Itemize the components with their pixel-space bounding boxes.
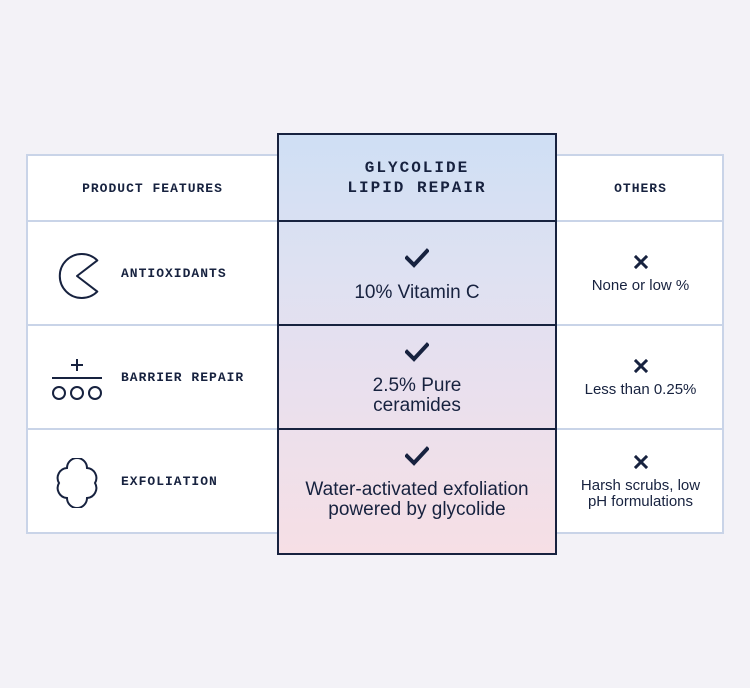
product-value-exfoliation: Water-activated exfoliation powered by g…	[277, 480, 557, 520]
others-value-antioxidants: None or low %	[591, 277, 690, 294]
product-row-divider	[277, 428, 557, 430]
product-column-highlight	[277, 133, 557, 555]
product-value-antioxidants: 10% Vitamin C	[354, 282, 480, 303]
cross-icon	[557, 359, 724, 373]
feature-label-barrier-repair: BARRIER REPAIR	[121, 370, 245, 385]
check-icon	[277, 446, 557, 466]
product-column-header: GLYCOLIDE LIPID REPAIR	[277, 135, 557, 220]
pie-segment-icon	[58, 253, 99, 299]
product-row-divider	[277, 220, 557, 222]
product-value-line: powered by glycolide	[328, 499, 506, 520]
product-value-barrier-repair: 2.5% Pure ceramides	[277, 376, 557, 416]
product-value-line: 2.5% Pure	[372, 375, 462, 396]
cloud-icon	[56, 458, 98, 508]
product-value-line: Water-activated exfoliation	[305, 479, 529, 500]
others-column-header: OTHERS	[614, 180, 667, 196]
others-value-line: pH formulations	[587, 493, 694, 510]
product-name-line: GLYCOLIDE	[364, 158, 470, 177]
product-row-divider	[277, 324, 557, 326]
plus-circles-icon	[52, 359, 102, 400]
feature-label-antioxidants: ANTIOXIDANTS	[121, 266, 227, 281]
others-value-exfoliation: Harsh scrubs, low pH formulations	[557, 478, 724, 510]
check-icon	[277, 342, 557, 362]
product-value-line: ceramides	[373, 395, 461, 416]
feature-label-exfoliation: EXFOLIATION	[121, 474, 218, 489]
others-value-line: Harsh scrubs, low	[580, 477, 701, 494]
others-value-barrier-repair: Less than 0.25%	[584, 381, 697, 398]
cross-icon	[557, 255, 724, 269]
cross-icon	[557, 455, 724, 469]
product-name-line: LIPID REPAIR	[347, 178, 487, 197]
check-icon	[277, 248, 557, 268]
features-column-header: PRODUCT FEATURES	[82, 180, 223, 196]
